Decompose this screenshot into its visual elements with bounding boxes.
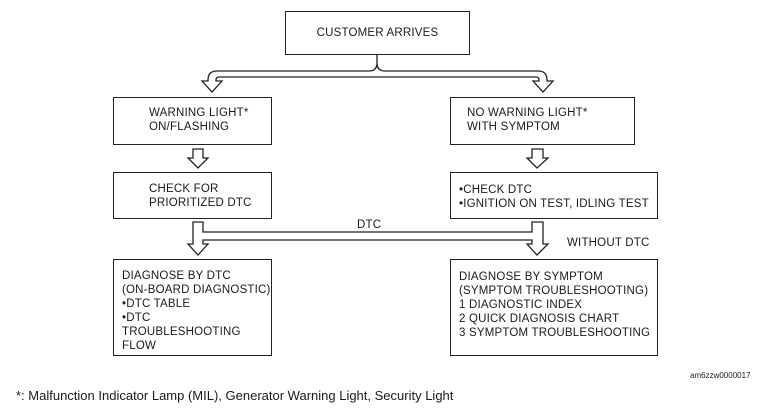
- no-warning-light-box: NO WARNING LIGHT* WITH SYMPTOM: [450, 97, 635, 145]
- down-arrow-left-1: [186, 148, 210, 169]
- split-arrow: [200, 55, 555, 93]
- diagnose-by-symptom-box: DIAGNOSE BY SYMPTOM (SYMPTOM TROUBLESHOO…: [450, 259, 658, 356]
- box-text: PRIORITIZED DTC: [149, 197, 252, 209]
- box-text: DIAGNOSE BY DTC: [122, 270, 231, 282]
- box-text: (ON-BOARD DIAGNOSTIC): [122, 284, 271, 296]
- box-text: FLOW: [122, 340, 157, 352]
- check-dtc-tests-box: •CHECK DTC •IGNITION ON TEST, IDLING TES…: [450, 172, 658, 219]
- box-text: WITH SYMPTOM: [467, 121, 560, 133]
- check-prioritized-dtc-box: CHECK FOR PRIORITIZED DTC: [113, 172, 272, 219]
- box-text: •CHECK DTC: [459, 184, 533, 196]
- box-text: CHECK FOR: [149, 183, 219, 195]
- diagnose-by-dtc-box: DIAGNOSE BY DTC (ON-BOARD DIAGNOSTIC) •D…: [113, 259, 272, 356]
- box-text: WARNING LIGHT*: [149, 107, 249, 119]
- box-text: DIAGNOSE BY SYMPTOM: [459, 271, 603, 283]
- box-text: •DTC TABLE: [122, 298, 191, 310]
- box-text: •DTC: [122, 312, 151, 324]
- box-text: 1 DIAGNOSTIC INDEX: [459, 299, 583, 311]
- box-text: •IGNITION ON TEST, IDLING TEST: [459, 198, 649, 210]
- figure-code: am6zzw0000017: [690, 371, 751, 380]
- box-text: TROUBLESHOOTING: [122, 326, 241, 338]
- customer-arrives-box: CUSTOMER ARRIVES: [285, 11, 470, 55]
- footnote: *: Malfunction Indicator Lamp (MIL), Gen…: [16, 388, 454, 403]
- box-text: 2 QUICK DIAGNOSIS CHART: [459, 313, 620, 325]
- warning-light-box: WARNING LIGHT* ON/FLASHING: [113, 97, 272, 145]
- down-arrow-right-1: [525, 148, 550, 169]
- without-dtc-label: WITHOUT DTC: [567, 237, 650, 249]
- box-text: NO WARNING LIGHT*: [467, 107, 588, 119]
- box-text: ON/FLASHING: [149, 121, 230, 133]
- dtc-merge-arrow: [186, 221, 550, 256]
- dtc-label: DTC: [357, 219, 382, 231]
- box-text: 3 SYMPTOM TROUBLESHOOTING: [459, 327, 651, 339]
- box-text: CUSTOMER ARRIVES: [316, 27, 439, 39]
- box-text: (SYMPTOM TROUBLESHOOTING): [459, 285, 649, 297]
